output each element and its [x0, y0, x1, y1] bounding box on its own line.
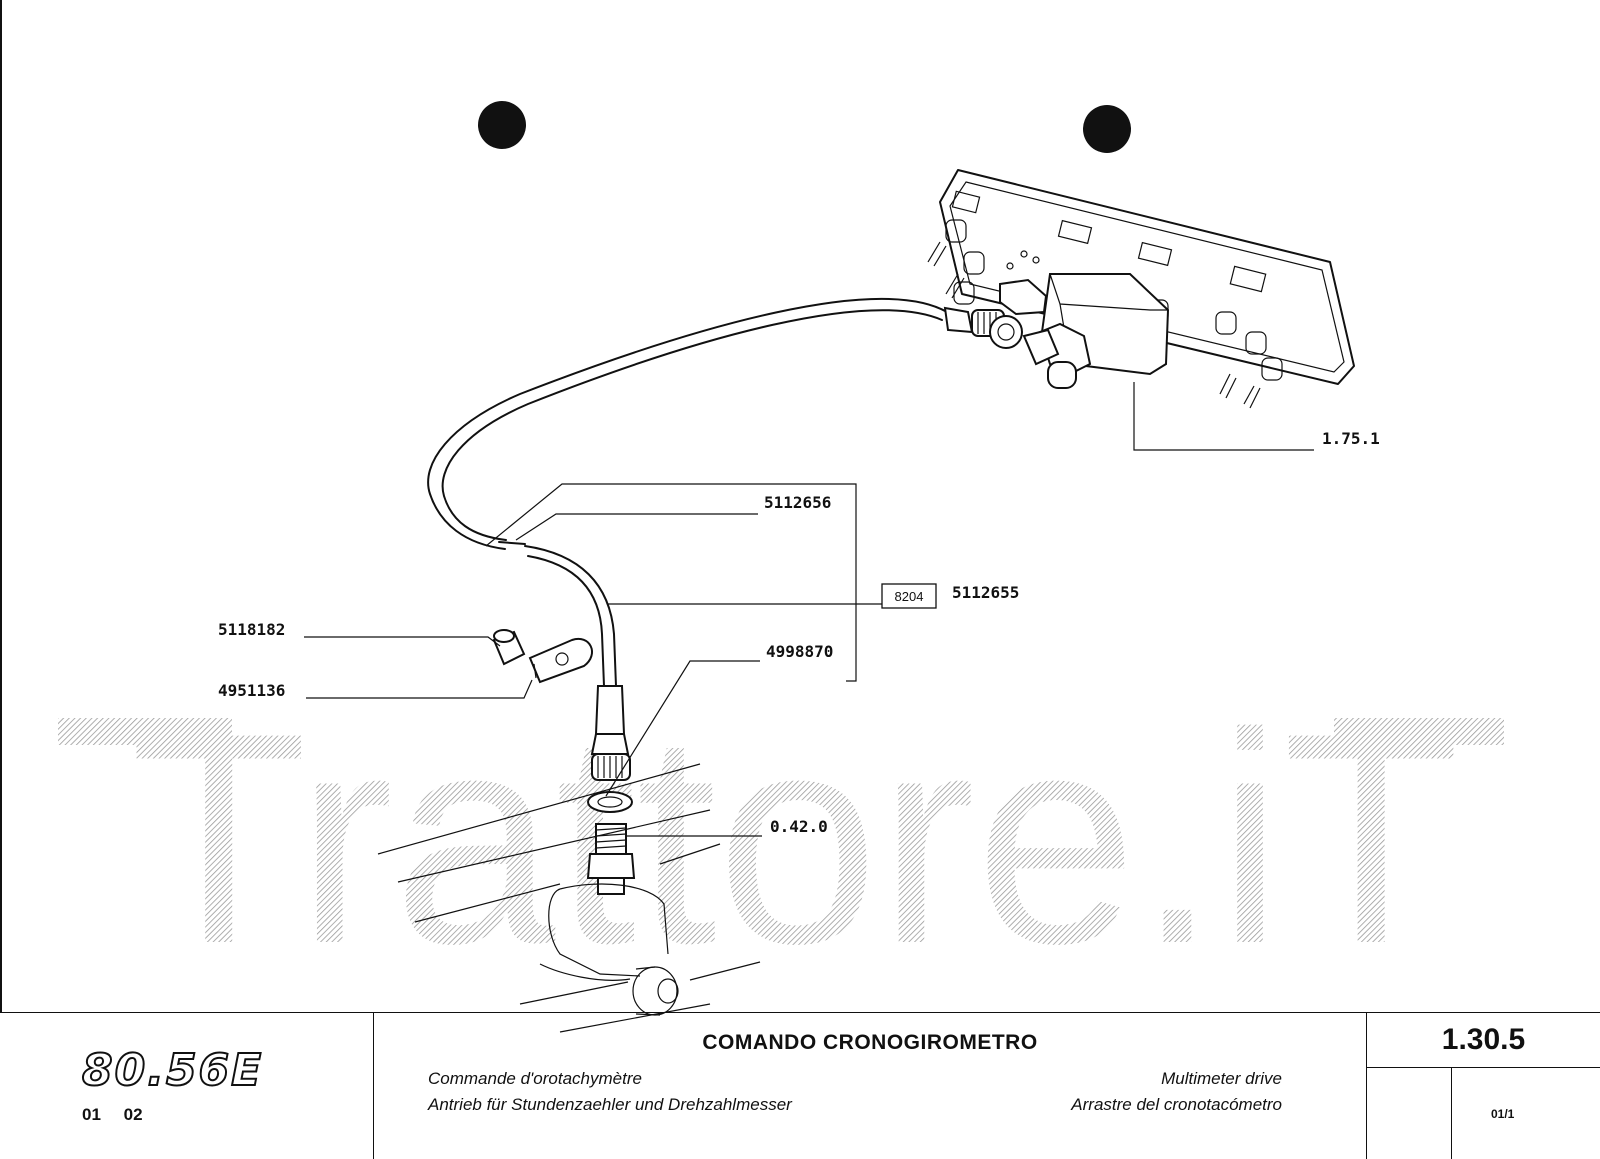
- speedometer-cable-lower: [524, 545, 630, 755]
- watermark-text: Trattore.iT: [130, 670, 1460, 1006]
- binder-hole-left: [478, 101, 526, 149]
- title-block-model-cell: 80.56E 01 02: [0, 1013, 374, 1159]
- watermark-bar-right: [1334, 718, 1504, 745]
- title-block: 80.56E 01 02 COMANDO CRONOGIROMETRO Comm…: [0, 1012, 1600, 1159]
- washer: [587, 791, 633, 813]
- part-label-5112656: 5112656: [764, 493, 831, 512]
- watermark: Trattore.iT: [58, 670, 1504, 1006]
- subtitle-german: Antrieb für Stundenzaehler und Drehzahlm…: [428, 1095, 792, 1114]
- housing-outline: [377, 763, 761, 1033]
- part-label-4998870: 4998870: [766, 642, 833, 661]
- model-code: 80.56E: [81, 1044, 264, 1097]
- part-label-1-75-1: 1.75.1: [1322, 429, 1380, 448]
- divider: [1451, 1067, 1452, 1159]
- part-label-5112655: 5112655: [952, 583, 1019, 602]
- spacer-bush: [492, 629, 526, 666]
- speedometer-cable-outer: [427, 297, 1023, 550]
- part-label-0-42-0: 0.42.0: [770, 817, 828, 836]
- part-label-5118182: 5118182: [218, 620, 285, 639]
- revision-item: 01: [82, 1105, 101, 1124]
- revision-item: 02: [123, 1105, 143, 1124]
- cable-clip: [528, 637, 593, 684]
- part-label-4951136: 4951136: [218, 681, 285, 700]
- watermark-bar-left: [58, 718, 232, 745]
- binder-hole-right: [1083, 105, 1131, 153]
- speedometer-cable-inner: [498, 541, 526, 545]
- instrument-panel: [927, 169, 1355, 409]
- sheet-left-border: [0, 0, 2, 1012]
- title-block-description-cell: COMANDO CRONOGIROMETRO Commande d'orotac…: [374, 1013, 1367, 1159]
- revision-list: 01 02: [82, 1105, 161, 1125]
- page-title: COMANDO CRONOGIROMETRO: [702, 1031, 1038, 1054]
- page-reference: 1.30.5: [1441, 1023, 1526, 1056]
- sheet-number: 01/1: [1491, 1107, 1515, 1121]
- subtitle-french: Commande d'orotachymètre: [428, 1069, 642, 1088]
- subtitle-english: Multimeter drive: [1161, 1069, 1282, 1088]
- drive-fitting: [586, 823, 636, 895]
- title-block-reference-cell: 1.30.5 01/1: [1367, 1013, 1600, 1159]
- subtitle-spanish: Arrastre del cronotacómetro: [1071, 1095, 1282, 1114]
- leader-lines: [304, 382, 1314, 837]
- kit-box: [881, 583, 937, 609]
- divider: [1367, 1067, 1600, 1068]
- kit-number: 8204: [895, 589, 924, 604]
